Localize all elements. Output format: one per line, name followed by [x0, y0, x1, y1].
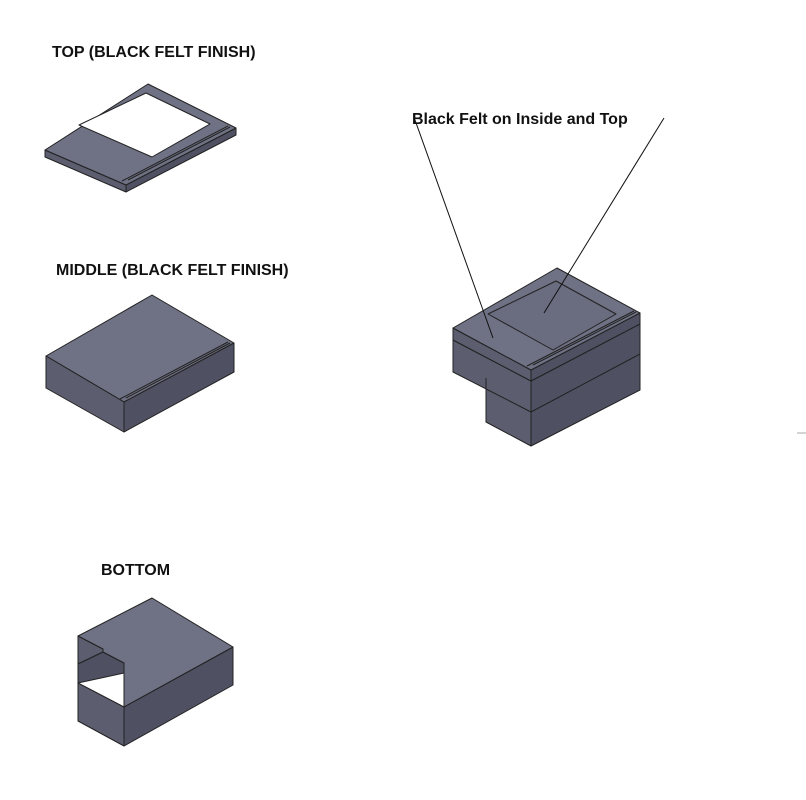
top-part-label: TOP (BLACK FELT FINISH): [52, 44, 256, 61]
top-plate: [44, 83, 237, 193]
callout-leaders: [414, 117, 665, 339]
middle-block: [45, 294, 235, 433]
assembly-rail: [526, 310, 635, 367]
bottom-block-top: [77, 597, 234, 708]
top-plate-rail: [121, 125, 229, 182]
top-plate-opening: [78, 92, 211, 158]
felt-callout-label: Black Felt on Inside and Top: [412, 111, 628, 128]
bottom-block-left-lower: [77, 682, 125, 747]
middle-part-label: MIDDLE (BLACK FELT FINISH): [56, 262, 289, 279]
assembled-box: [452, 267, 641, 447]
bottom-block: [77, 597, 234, 747]
leader-line-inside: [543, 117, 665, 314]
assembly-felt-inside: [487, 280, 617, 351]
middle-block-rail: [119, 341, 229, 400]
leader-line-top: [414, 119, 494, 339]
bottom-part-label: BOTTOM: [101, 562, 171, 579]
